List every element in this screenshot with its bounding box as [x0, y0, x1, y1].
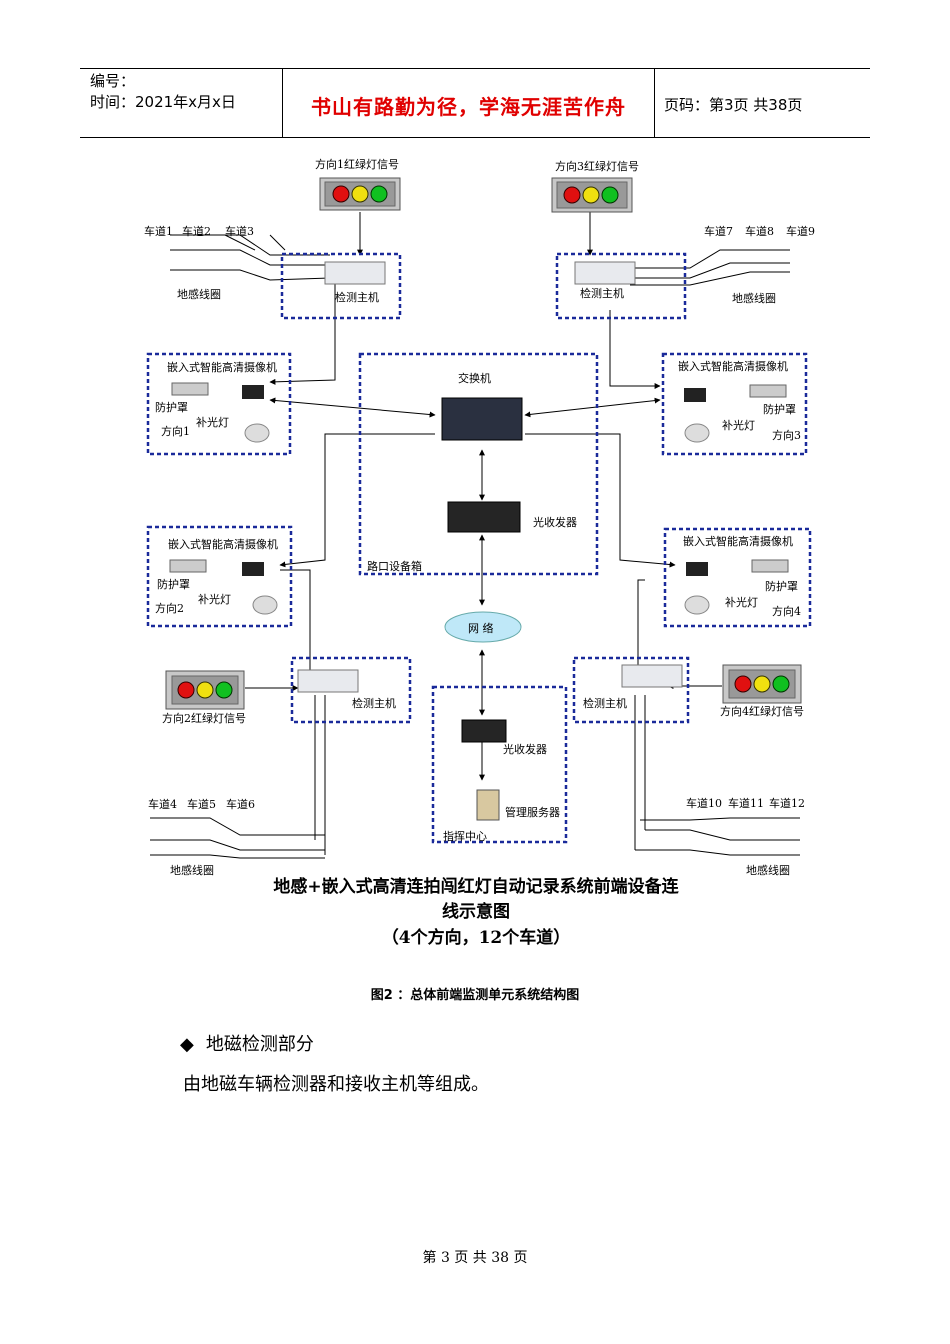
- header-motto: 书山有路勤为径，学海无涯苦作舟: [311, 95, 626, 119]
- command-center-label: 指挥中心: [443, 829, 487, 843]
- server-label: 管理服务器: [505, 805, 560, 819]
- loop-label: 地感线圈: [746, 863, 790, 877]
- direction-label: 方向1: [161, 424, 190, 438]
- bullet-text: 地磁检测部分: [205, 1034, 314, 1055]
- camera-label: 嵌入式智能高清摄像机: [683, 534, 793, 548]
- camera-label: 嵌入式智能高清摄像机: [167, 360, 277, 374]
- body-paragraph: 由地磁车辆检测器和接收主机等组成。: [183, 1074, 489, 1095]
- signal2-label: 方向2红绿灯信号: [162, 711, 246, 725]
- switch-label: 交换机: [458, 371, 491, 385]
- lane-label: 车道5: [187, 797, 216, 811]
- lane-label: 车道1: [144, 224, 173, 238]
- signal3-label: 方向3红绿灯信号: [555, 159, 639, 173]
- server-device: [476, 789, 500, 821]
- transceiver-label: 光收发器: [503, 742, 547, 756]
- traffic-light: [551, 177, 633, 213]
- fill-light-label: 补光灯: [196, 415, 229, 429]
- fill-light-label: 补光灯: [725, 595, 758, 609]
- shield-label: 防护罩: [155, 400, 188, 414]
- transceiver-device: [461, 719, 507, 743]
- page-footer: 第 3 页 共 38 页: [422, 1250, 528, 1266]
- direction-label: 方向2: [155, 601, 184, 615]
- page-header: 编号： 时间：2021年x月x日 书山有路勤为径，学海无涯苦作舟 页码：第3页 …: [80, 68, 870, 138]
- lane-label: 车道8: [745, 224, 774, 238]
- detector-label: 检测主机: [580, 286, 624, 300]
- camera-group: [684, 384, 787, 443]
- bullet-item: ◆ 地磁检测部分: [180, 1030, 314, 1056]
- diagram-title: 地感+嵌入式高清连拍闯红灯自动记录系统前端设备连: [273, 876, 679, 897]
- lane-label: 车道4: [148, 797, 177, 811]
- detector-unit: [621, 664, 683, 688]
- network-label: 网 络: [468, 621, 494, 635]
- lane-label: 车道12: [769, 796, 805, 810]
- camera-label: 嵌入式智能高清摄像机: [678, 359, 788, 373]
- lane-label: 车道9: [786, 224, 815, 238]
- detector-label: 检测主机: [583, 696, 627, 710]
- diamond-bullet-icon: ◆: [180, 1034, 194, 1055]
- shield-label: 防护罩: [157, 577, 190, 591]
- diagram-subtitle: （4个方向，12个车道）: [382, 927, 571, 948]
- loop-label: 地感线圈: [177, 287, 221, 301]
- signal4-label: 方向4红绿灯信号: [720, 704, 804, 718]
- lane-label: 车道7: [704, 224, 733, 238]
- transceiver-label: 光收发器: [533, 515, 577, 529]
- header-divider: [282, 69, 283, 137]
- shield-label: 防护罩: [763, 402, 796, 416]
- number-label: 编号：: [90, 72, 136, 90]
- lane-label: 车道6: [226, 797, 255, 811]
- detector-unit: [324, 261, 386, 285]
- header-divider: [654, 69, 655, 137]
- lane-label: 车道11: [728, 796, 764, 810]
- camera-label: 嵌入式智能高清摄像机: [168, 537, 278, 551]
- network-cloud: [444, 611, 522, 643]
- camera-group: [169, 559, 278, 615]
- fill-light-label: 补光灯: [198, 592, 231, 606]
- page-label: 页码：第3页 共38页: [664, 96, 803, 114]
- diagram-title: 线示意图: [442, 901, 510, 922]
- detector-unit: [574, 261, 636, 285]
- time-label: 时间：2021年x月x日: [90, 93, 236, 111]
- transceiver-device: [447, 501, 521, 533]
- lane-label: 车道10: [686, 796, 722, 810]
- camera-group: [171, 382, 270, 443]
- cabinet-label: 路口设备箱: [367, 559, 422, 573]
- direction-label: 方向3: [772, 428, 801, 442]
- fill-light-label: 补光灯: [722, 418, 755, 432]
- traffic-light: [165, 670, 245, 710]
- camera-group: [684, 559, 789, 615]
- header-meta: 编号： 时间：2021年x月x日: [90, 71, 236, 113]
- system-diagram: 方向1红绿灯信号 方向3红绿灯信号 方向2红绿灯信号 方向4红绿灯信号 车道1 …: [144, 157, 815, 948]
- switch-device: [441, 397, 523, 441]
- lane-label: 车道2: [182, 224, 211, 238]
- lane-label: 车道3: [225, 224, 254, 238]
- traffic-light: [319, 177, 401, 211]
- figure-caption: 图2 ：总体前端监测单元系统结构图: [370, 988, 580, 1003]
- traffic-light: [722, 664, 802, 704]
- shield-label: 防护罩: [765, 579, 798, 593]
- loop-label: 地感线圈: [170, 863, 214, 877]
- direction-label: 方向4: [772, 604, 801, 618]
- signal1-label: 方向1红绿灯信号: [315, 157, 399, 171]
- loop-label: 地感线圈: [732, 291, 776, 305]
- detector-label: 检测主机: [335, 290, 379, 304]
- detector-label: 检测主机: [352, 696, 396, 710]
- detector-unit: [297, 669, 359, 693]
